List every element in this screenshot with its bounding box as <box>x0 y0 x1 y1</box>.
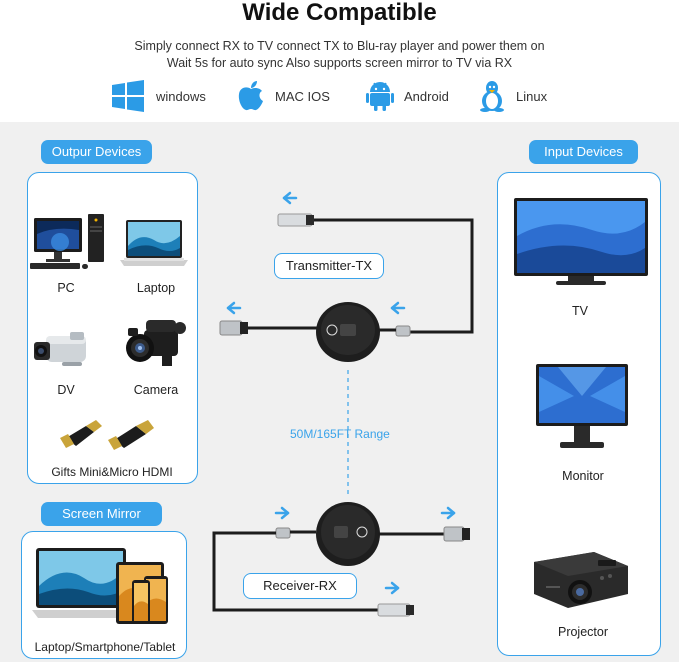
receiver-label: Receiver-RX <box>243 573 357 599</box>
page-title: Wide Compatible <box>242 0 437 26</box>
tv-icon <box>514 198 648 285</box>
laptop-phone-tablet-icon <box>32 548 168 624</box>
output-device-hdmi-adapters: Gifts Mini&Micro HDMI <box>51 465 173 479</box>
subtitle-line-2: Wait 5s for auto sync Also supports scre… <box>166 56 513 70</box>
rx-usb-cable <box>212 531 380 612</box>
input-device-tv: TV <box>572 304 588 318</box>
linux-icon <box>480 81 504 112</box>
output-device-dv: DV <box>57 383 75 397</box>
monitor-icon <box>536 364 628 448</box>
transmitter-label: Transmitter-TX <box>274 253 384 279</box>
os-label-linux: Linux <box>516 88 548 104</box>
tx-hdmi-plug <box>219 320 243 336</box>
screen-mirror-label: Laptop/Smartphone/Tablet <box>34 640 176 654</box>
input-device-monitor: Monitor <box>562 469 604 483</box>
laptop-icon <box>120 220 188 266</box>
output-device-pc: PC <box>57 281 75 295</box>
os-label-mac: MAC IOS <box>275 88 330 104</box>
output-device-camera: Camera <box>133 383 179 397</box>
rx-hdmi-plug <box>443 526 465 542</box>
input-devices-heading: Input Devices <box>529 140 638 164</box>
tx-pair-button-icon <box>326 324 338 336</box>
input-device-projector: Projector <box>557 625 609 639</box>
rx-usb-plug <box>377 603 411 617</box>
subtitle-line-1: Simply connect RX to TV connect TX to Bl… <box>134 39 545 53</box>
range-label: 50M/165FT Range <box>290 427 390 441</box>
pc-icon <box>30 214 104 269</box>
os-label-android: Android <box>404 88 449 104</box>
tx-usb-cable <box>310 218 474 334</box>
android-icon <box>366 82 394 111</box>
camera-icon <box>126 320 186 366</box>
windows-icon <box>112 80 144 112</box>
projector-icon <box>534 552 628 608</box>
screen-mirror-heading: Screen Mirror <box>41 502 162 526</box>
apple-icon <box>238 81 263 111</box>
output-devices-heading: Outpur Devices <box>41 140 152 164</box>
os-compatibility-row: windows MAC IOS Android <box>0 78 679 114</box>
hdmi-adapter-icon <box>60 420 154 450</box>
dv-camcorder-icon <box>34 332 86 366</box>
wireless-hdmi-diagram <box>212 191 474 617</box>
os-item-mac: MAC IOS <box>237 78 330 114</box>
output-device-laptop: Laptop <box>136 281 176 295</box>
os-label-windows: windows <box>156 88 206 104</box>
os-item-linux: Linux <box>478 78 547 114</box>
os-item-windows: windows <box>110 78 206 114</box>
os-item-android: Android <box>366 78 449 114</box>
